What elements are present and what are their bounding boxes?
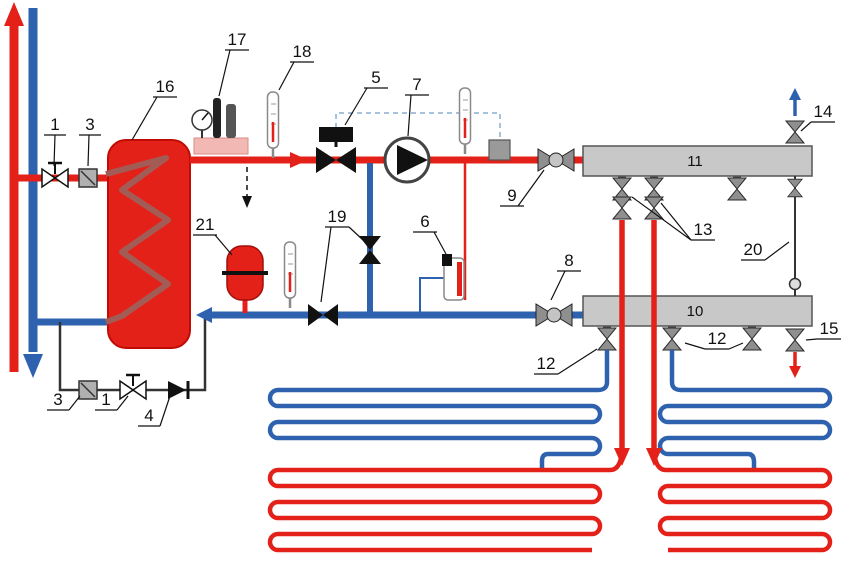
instrument-base <box>193 137 249 155</box>
secondary-supply-line <box>190 86 583 184</box>
label-mixing-valve: 5 <box>344 68 388 126</box>
spare-return-valve <box>742 327 762 351</box>
primary-circuit <box>10 161 207 401</box>
label-inlet-valve: 1 <box>44 115 66 167</box>
supply-ball-valve <box>537 148 575 172</box>
supply-riser-arrow-icon <box>4 2 24 26</box>
label-return-loop-valve-right: 12 <box>684 329 744 350</box>
manifolds: 11 10 <box>582 88 813 378</box>
svg-text:15: 15 <box>820 319 839 338</box>
svg-text:21: 21 <box>196 215 215 234</box>
supply-thermometer <box>266 90 280 160</box>
sensor-pod <box>213 98 221 138</box>
return-ball-valve <box>535 303 573 327</box>
air-vent <box>785 88 805 144</box>
fill-shutoff-valve <box>118 373 148 401</box>
inlet-strainer-filter <box>78 168 98 188</box>
supply-flow-arrow-icon <box>290 152 308 168</box>
svg-text:3: 3 <box>53 390 62 409</box>
loop-return-valve-left <box>597 327 617 351</box>
svg-text:19: 19 <box>328 207 347 226</box>
svg-text:3: 3 <box>85 115 94 134</box>
label-tank: 16 <box>131 77 177 141</box>
supply-manifold <box>582 145 813 177</box>
svg-text:6: 6 <box>420 212 429 231</box>
supply-thermometer-2 <box>458 86 472 156</box>
manifold-bypass <box>787 176 803 296</box>
sensor-pod <box>226 104 236 138</box>
floor-loops <box>267 220 833 553</box>
svg-text:18: 18 <box>293 42 312 61</box>
circulation-pump <box>383 136 431 184</box>
label-return-ball-valve: 8 <box>550 251 581 301</box>
svg-text:9: 9 <box>507 186 516 205</box>
return-riser-arrow-icon <box>23 354 43 378</box>
safety-sensor <box>419 163 467 313</box>
expansion-vessel <box>222 245 268 313</box>
loop-supply-valve <box>612 196 632 220</box>
loop-return-valve-right <box>662 327 682 351</box>
pump-rotor-icon <box>397 145 428 175</box>
svg-text:12: 12 <box>708 329 727 348</box>
capillary-sensor <box>488 139 511 161</box>
left-loop-arrow-icon <box>614 448 630 466</box>
svg-text:12: 12 <box>537 354 556 373</box>
balancing-valve-vertical <box>359 236 381 264</box>
label-air-vent: 14 <box>800 102 835 132</box>
label-supply-thermometer: 18 <box>278 42 314 91</box>
label-instrument-station: 17 <box>218 30 249 97</box>
air-vent-arrow-icon <box>789 88 801 100</box>
label-safety-sensor: 6 <box>413 212 447 255</box>
svg-text:17: 17 <box>228 30 247 49</box>
svg-text:14: 14 <box>814 102 833 121</box>
label-inlet-filter: 3 <box>79 115 101 167</box>
label-supply-ball-valve: 9 <box>500 169 545 207</box>
label-supply-loop-valves: 13 <box>631 196 715 241</box>
label-drain-valve: 15 <box>805 319 841 341</box>
label-fill-valve: 1 <box>95 390 129 411</box>
label-manifold-bypass: 20 <box>741 240 790 261</box>
sensor-arrow-icon <box>242 196 252 208</box>
gauge-needle <box>201 112 209 121</box>
return-manifold-label: 10 <box>687 303 704 320</box>
right-loop-supply-pipe <box>651 445 833 553</box>
spare-supply-valve <box>727 177 747 201</box>
label-fill-filter: 3 <box>47 390 81 411</box>
svg-text:7: 7 <box>412 75 421 94</box>
supply-manifold-label: 11 <box>687 153 703 170</box>
svg-text:5: 5 <box>371 68 380 87</box>
return-thermometer <box>283 240 297 310</box>
left-loop-supply-pipe <box>267 445 625 553</box>
svg-text:13: 13 <box>694 220 713 239</box>
instrument-station <box>191 98 252 208</box>
secondary-return-line <box>196 163 583 327</box>
svg-text:1: 1 <box>50 115 59 134</box>
labels: 1 3 16 17 18 5 7 21 <box>44 30 841 427</box>
label-pump: 7 <box>405 75 429 137</box>
return-flow-arrow-icon <box>196 307 212 323</box>
mixing-valve <box>316 127 356 173</box>
svg-text:8: 8 <box>564 251 573 270</box>
drain-arrow-icon <box>789 366 801 378</box>
heating-coil <box>104 155 171 325</box>
svg-text:1: 1 <box>101 390 110 409</box>
svg-text:20: 20 <box>744 240 763 259</box>
capillary-line <box>335 112 501 140</box>
valve-actuator <box>319 127 353 142</box>
label-expansion-vessel: 21 <box>193 215 233 256</box>
right-loop-arrow-icon <box>646 448 662 466</box>
label-balancing-valve: 19 <box>320 207 364 303</box>
svg-text:16: 16 <box>156 77 175 96</box>
check-valve <box>168 381 190 399</box>
buffer-tank <box>104 139 191 349</box>
svg-text:4: 4 <box>144 406 153 425</box>
balancing-valve-horizontal <box>308 304 338 326</box>
right-loop-return-pipe <box>657 350 833 470</box>
left-loop-return-pipe <box>267 350 610 470</box>
label-return-loop-valve-left: 12 <box>534 348 598 375</box>
drain-valve <box>785 328 805 378</box>
label-check-valve: 4 <box>138 395 171 427</box>
fill-strainer-filter <box>78 380 98 400</box>
